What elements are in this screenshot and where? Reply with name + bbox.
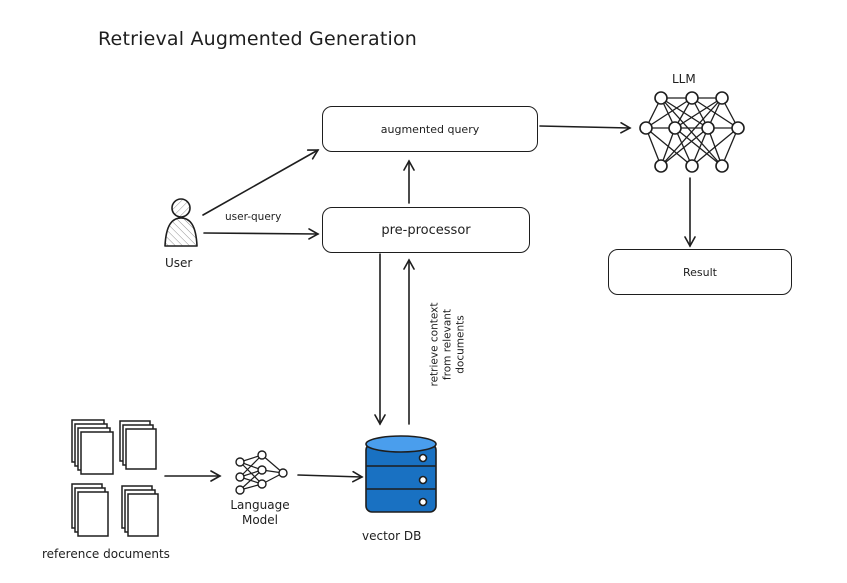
doc-stack-1 — [71, 419, 114, 475]
database-icon — [365, 435, 437, 513]
neural-network-icon — [639, 91, 745, 173]
user-label: User — [165, 256, 193, 270]
doc-stack-3 — [71, 483, 109, 537]
diagram-title: Retrieval Augmented Generation — [98, 28, 418, 50]
language-model-line2: Model — [241, 513, 279, 527]
augmented-query-label: augmented query — [380, 122, 480, 136]
retrieve-line1: retrieve context — [428, 302, 441, 387]
arrows — [164, 122, 696, 483]
language-model-label: Language Model — [228, 498, 292, 528]
arrow-language-model-to-vector-db — [297, 470, 364, 483]
result-label: Result — [683, 265, 717, 279]
llm-label: LLM — [672, 72, 696, 86]
reference-documents-label: reference documents — [42, 547, 170, 561]
vector-db-label: vector DB — [362, 529, 422, 543]
language-model-line1: Language — [230, 498, 290, 512]
retrieve-context-edge-label: retrieve context from relevant documents — [428, 280, 468, 410]
augmented-query-box[interactable]: augmented query — [322, 106, 538, 152]
pre-processor-box[interactable]: pre-processor — [322, 207, 530, 253]
result-box[interactable]: Result — [608, 249, 792, 295]
doc-stack-2 — [119, 420, 157, 470]
retrieve-context-text: retrieve context from relevant documents — [429, 280, 468, 410]
arrow-user-to-preprocessor — [203, 228, 320, 240]
arrow-user-to-augmented-query — [202, 149, 320, 216]
document-stacks-icon — [71, 419, 159, 537]
pre-processor-label: pre-processor — [381, 222, 471, 238]
user-query-edge-label: user-query — [225, 211, 282, 223]
doc-stack-4 — [121, 485, 159, 537]
retrieve-line2: from relevant documents — [441, 308, 467, 381]
language-model-icon — [235, 450, 288, 495]
user-icon — [164, 198, 198, 247]
arrow-augmented-query-to-llm — [539, 122, 632, 134]
